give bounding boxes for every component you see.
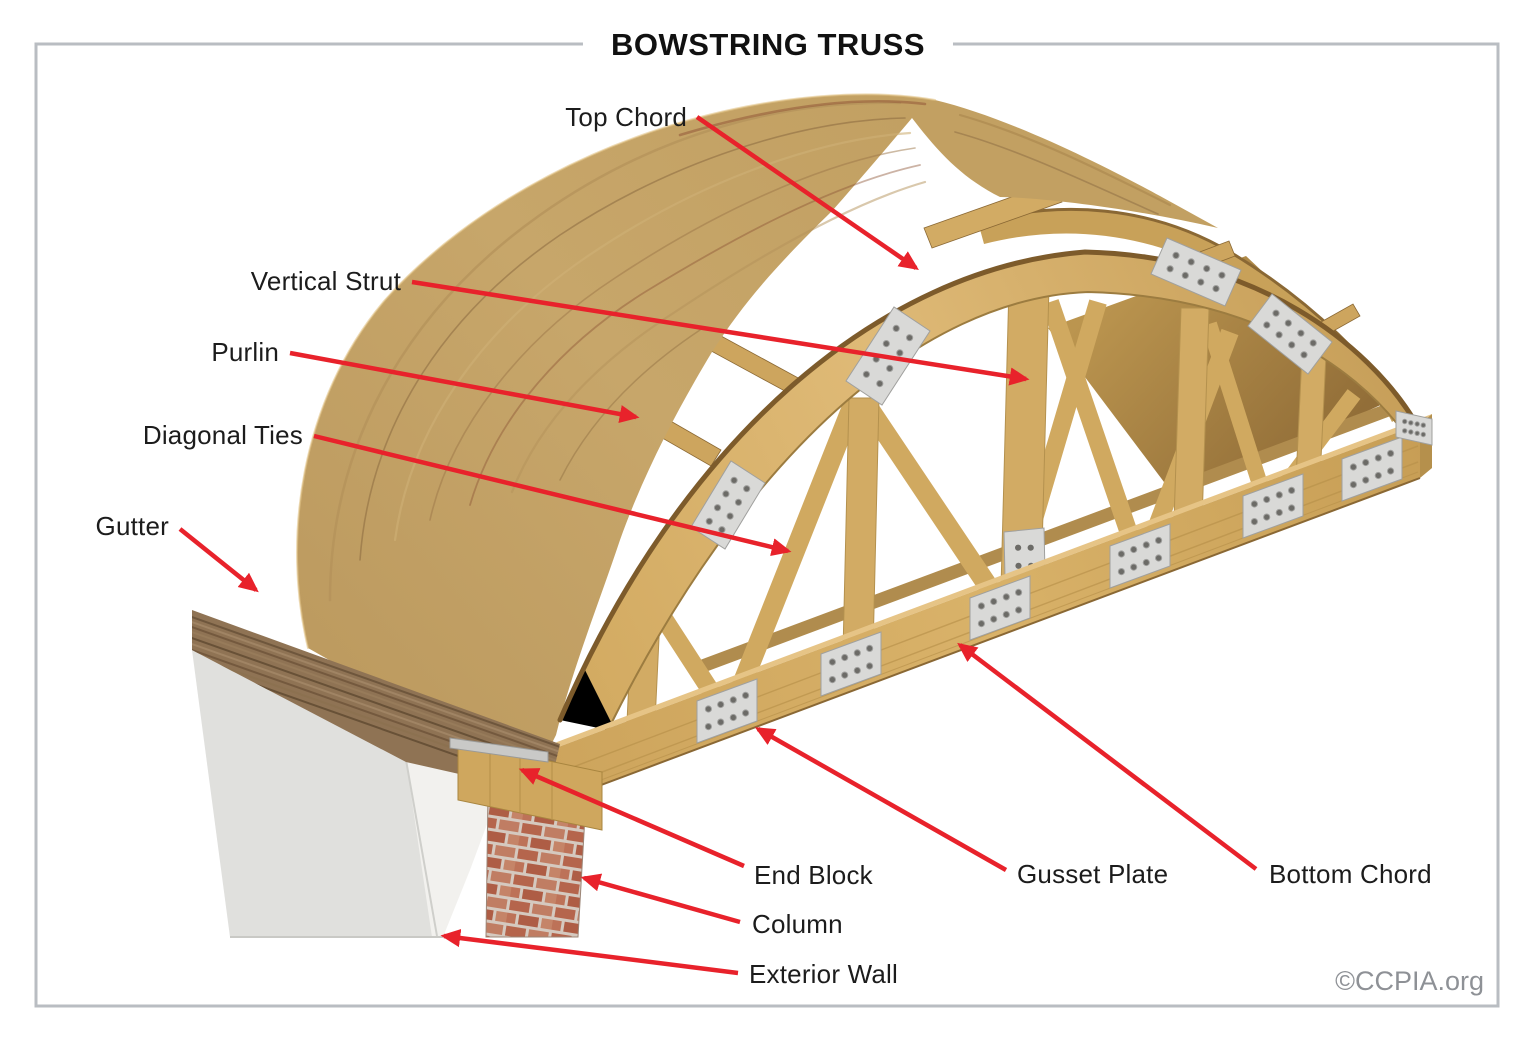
bolt-dots [705, 476, 751, 534]
diagonal-tie [727, 398, 864, 701]
bolt-dots [1117, 536, 1163, 576]
gusset-plate-arrow [754, 727, 1008, 872]
gusset-plate [820, 631, 882, 697]
bolt-dots [1349, 449, 1395, 489]
bolt-dots [862, 324, 914, 388]
bolt-dots [1263, 309, 1317, 359]
exterior-wall-side-face [192, 650, 440, 937]
label-gusset-plate: Gusset Plate [1017, 859, 1169, 889]
diagonal-tie [1041, 299, 1141, 545]
gusset-plate-arch [690, 460, 766, 550]
column-arrow [580, 873, 741, 925]
end-block [449, 737, 603, 831]
vertical-strut [842, 397, 880, 653]
roof-deck [296, 93, 1219, 757]
gusset-plate [1242, 473, 1304, 539]
steel-flashing [449, 737, 549, 763]
label-bottom-chord: Bottom Chord [1269, 859, 1432, 889]
end-block-arrow [518, 767, 745, 869]
diagonal-ties-arrow [313, 433, 792, 557]
bolt-dots [1402, 418, 1427, 438]
label-top-chord: Top Chord [565, 102, 687, 132]
bolt-dots [704, 691, 750, 731]
watermark: ©CCPIA.org [1335, 966, 1484, 996]
bolt-dots [977, 588, 1023, 628]
gutter-arrow [178, 527, 259, 593]
gusset-plate [696, 678, 758, 744]
bolt-dots [828, 644, 874, 684]
chord-gusset-plates [696, 410, 1433, 744]
diagonal-tie [1201, 321, 1271, 497]
figure-title: BOWSTRING TRUSS [582, 26, 954, 64]
column-assembly [192, 650, 586, 938]
gusset-plate [969, 575, 1031, 641]
label-purlin: Purlin [211, 337, 279, 367]
exterior-wall-arrow [440, 928, 739, 976]
gusset-plate-arch [1247, 293, 1333, 375]
gusset-plate [1109, 523, 1171, 589]
label-gutter: Gutter [95, 511, 169, 541]
label-exterior-wall: Exterior Wall [749, 959, 898, 989]
purlin-arrow [289, 350, 640, 424]
label-column: Column [752, 909, 843, 939]
vertical-strut-arrow [411, 279, 1030, 386]
label-end-block: End Block [754, 860, 873, 890]
callout-arrows [178, 115, 1258, 976]
diagonal-tie [857, 398, 1001, 598]
label-vertical-strut: Vertical Strut [250, 266, 401, 296]
bolt-dots [1250, 486, 1296, 526]
label-diagonal-ties: Diagonal Ties [142, 420, 303, 450]
bottom-chord-arrow [957, 642, 1258, 871]
gusset-plate [1341, 436, 1403, 502]
bottom-chord-top-face [545, 414, 1432, 752]
bolt-dots [1166, 251, 1226, 293]
top-chord-arrow [695, 115, 919, 271]
